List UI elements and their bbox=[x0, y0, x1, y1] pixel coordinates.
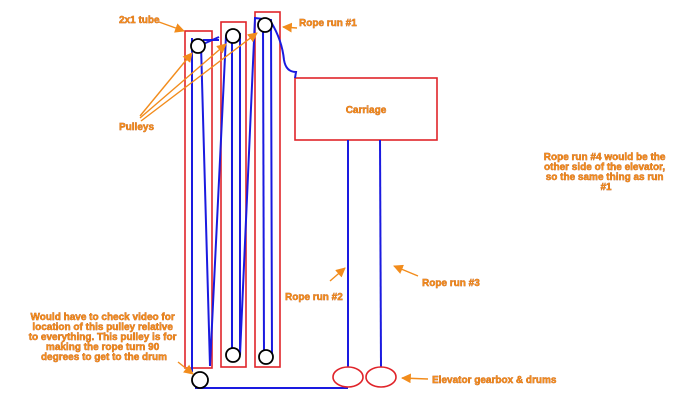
label-tube: 2x1 tube bbox=[119, 15, 160, 26]
pulley-bottom-2 bbox=[225, 347, 241, 363]
label-pulley-note: Would have to check video for location o… bbox=[29, 312, 180, 363]
label-gearbox: Elevator gearbox & drums bbox=[432, 375, 557, 386]
carriage-box bbox=[294, 77, 438, 141]
tube-3 bbox=[254, 11, 281, 368]
arrow-turning-pulley bbox=[177, 361, 194, 375]
label-rope-run-4-line: other side of the elevator, bbox=[544, 162, 665, 173]
label-pulley-note-line: to everything. This pulley is for bbox=[29, 332, 177, 343]
tube-1 bbox=[184, 30, 213, 369]
arrow-rope-run-2 bbox=[329, 267, 346, 282]
label-rope-run-2: Rope run #2 bbox=[285, 292, 343, 303]
label-pulley-note-line: degrees to get to the drum bbox=[41, 352, 167, 363]
label-rope-run-4-line: Rope run #4 would be the bbox=[544, 152, 666, 163]
arrow-pulleys-1 bbox=[139, 52, 193, 117]
label-rope-run-4: Rope run #4 would be the other side of t… bbox=[544, 152, 668, 193]
drum-1 bbox=[332, 366, 364, 388]
arrow-rope-run-1 bbox=[282, 22, 298, 33]
label-pulley-note-line: making the rope turn 90 bbox=[46, 342, 160, 353]
arrow-rope-run-3 bbox=[393, 264, 419, 277]
label-rope-run-4-line: so the same thing as run bbox=[546, 172, 664, 183]
pulley-top-2 bbox=[225, 28, 241, 44]
arrow-pulleys-2 bbox=[139, 43, 227, 119]
turning-pulley bbox=[191, 371, 209, 389]
label-rope-run-4-line: #1 bbox=[600, 182, 612, 193]
rope-run-3 bbox=[379, 139, 382, 369]
rope-segment bbox=[262, 23, 265, 357]
label-pulleys: Pulleys bbox=[119, 122, 154, 133]
pulley-top-3 bbox=[257, 17, 273, 33]
label-pulley-note-line: Would have to check video for bbox=[30, 312, 174, 323]
label-pulley-note-line: location of this pulley relative bbox=[32, 322, 173, 333]
label-rope-run-3: Rope run #3 bbox=[422, 278, 480, 289]
label-rope-run-1: Rope run #1 bbox=[299, 18, 357, 29]
tube-2 bbox=[220, 21, 247, 368]
drum-2 bbox=[365, 366, 397, 388]
pulley-bottom-3 bbox=[258, 349, 274, 365]
arrow-gearbox bbox=[401, 373, 429, 384]
arrow-tube bbox=[158, 21, 185, 33]
label-carriage: Carriage bbox=[346, 105, 387, 116]
pulley-top-1 bbox=[190, 38, 206, 54]
arrow-pulleys-3 bbox=[140, 32, 258, 122]
